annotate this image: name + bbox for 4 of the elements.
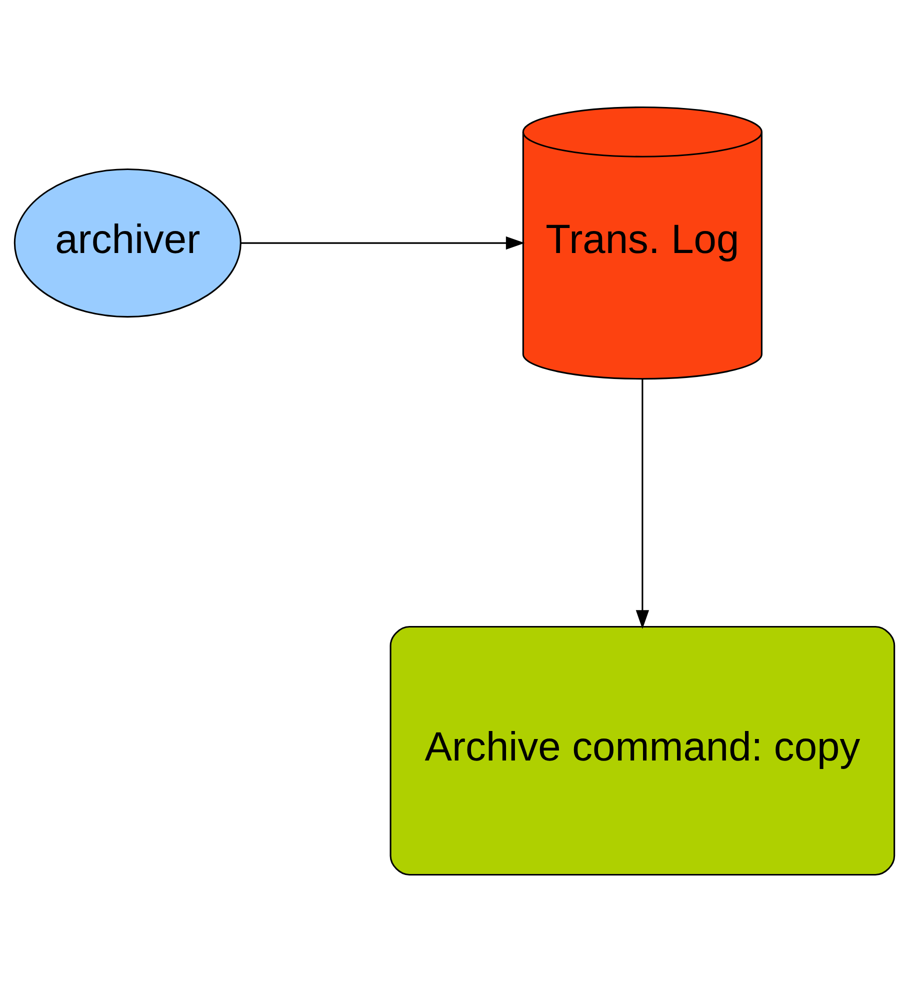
arrow <box>636 378 650 629</box>
arrow <box>240 236 525 250</box>
node-box: Archive command: copy <box>390 625 896 875</box>
node-ellipse: archiver <box>14 168 242 318</box>
